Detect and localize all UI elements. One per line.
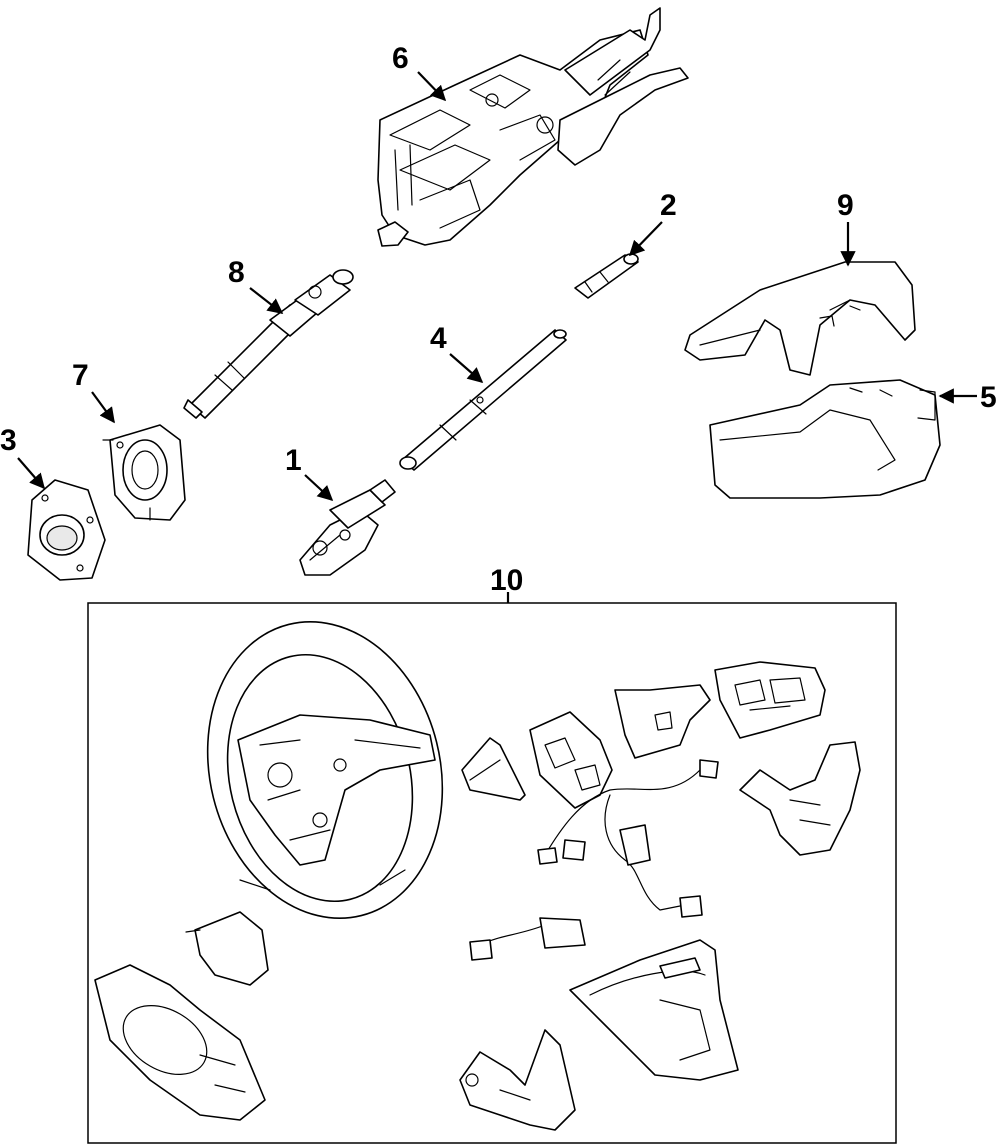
leader-6 (417, 71, 447, 102)
callout-8: 8 (228, 256, 245, 289)
left-switch-module[interactable] (529, 711, 613, 809)
part-4-lower-shaft[interactable] (399, 329, 567, 471)
part-9-upper-shroud[interactable] (684, 261, 916, 376)
callout-5: 5 (980, 381, 997, 414)
callout-1: 1 (285, 444, 302, 477)
callout-10: 10 (490, 564, 523, 597)
leader-3 (17, 457, 46, 490)
part-10-group-frame (87, 602, 897, 1144)
part-5-lower-shroud[interactable] (709, 379, 941, 499)
steering-wheel[interactable] (177, 597, 473, 944)
leader-7 (91, 391, 115, 424)
wheel-switch-bezel[interactable] (461, 737, 526, 801)
callout-3: 3 (0, 424, 17, 457)
part-6-steering-column[interactable] (377, 7, 689, 247)
leader-8 (249, 287, 284, 314)
part-3-seal-plate[interactable] (27, 479, 106, 581)
small-harness[interactable] (469, 917, 586, 961)
lower-trim-bezel[interactable] (569, 939, 739, 1081)
leader-2 (628, 221, 663, 257)
callout-4: 4 (430, 322, 447, 355)
switch-cover-plate[interactable] (614, 684, 711, 759)
leader-1 (304, 474, 334, 502)
leader-4 (449, 353, 484, 384)
lower-spoke-cover[interactable] (459, 1029, 576, 1131)
wheel-back-cover[interactable] (94, 964, 266, 1121)
right-bracket[interactable] (739, 741, 861, 856)
part-2-coupler[interactable] (574, 253, 639, 299)
part-7-bearing-plate[interactable] (102, 424, 186, 521)
callout-7: 7 (72, 359, 89, 392)
right-switch-module[interactable] (714, 661, 826, 739)
wiring-harness-main[interactable] (537, 759, 719, 918)
callout-2: 2 (660, 189, 677, 222)
callout-6: 6 (392, 42, 409, 75)
callout-9: 9 (837, 189, 854, 222)
part-8-intermediate-shaft[interactable] (183, 269, 354, 419)
horn-pad-cover[interactable] (185, 911, 269, 986)
part-1-universal-joint[interactable] (299, 479, 396, 576)
